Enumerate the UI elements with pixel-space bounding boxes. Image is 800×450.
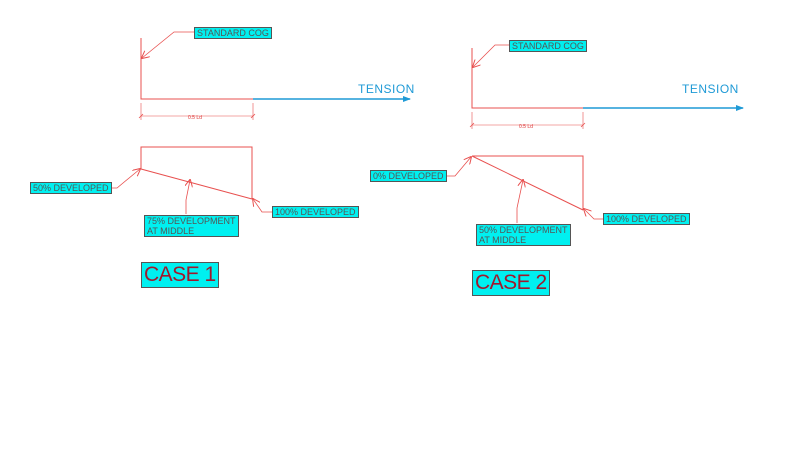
case1-development-box <box>140 146 253 199</box>
case2-tension-label: TENSION <box>682 82 739 96</box>
case2-dimension: 0.5 Ld <box>469 112 586 130</box>
case2-left-label: 0% DEVELOPED <box>370 170 447 182</box>
case2-right-leader <box>584 209 603 220</box>
case2-title: CASE 2 <box>472 270 550 296</box>
case2-right-label: 100% DEVELOPED <box>603 213 690 225</box>
case2-middle-label: 50% DEVELOPMENT AT MIDDLE <box>476 224 571 246</box>
case1-right-label: 100% DEVELOPED <box>272 206 359 218</box>
case1-standard-cog-label: STANDARD COG <box>194 27 272 39</box>
case1-cog-leader <box>142 31 194 58</box>
case1-tension-label: TENSION <box>358 82 415 96</box>
case1-diagram: 0.5 Ld <box>101 31 411 214</box>
case1-middle-leader <box>186 180 190 214</box>
case1-middle-label: 75% DEVELOPMENT AT MIDDLE <box>144 215 239 237</box>
case1-dimension: 0.5 Ld <box>138 103 256 121</box>
case2-diagram: 0.5 Ld <box>437 44 744 223</box>
case1-right-leader <box>253 199 272 213</box>
case2-cog-leader <box>473 44 509 67</box>
case2-middle-leader <box>516 180 523 223</box>
case2-development-line <box>471 155 584 211</box>
case2-bar <box>471 48 583 109</box>
case2-dimension-label: 0.5 Ld <box>519 124 533 130</box>
case1-bar <box>140 38 253 100</box>
case1-left-label: 50% DEVELOPED <box>30 182 112 194</box>
case2-standard-cog-label: STANDARD COG <box>509 40 587 52</box>
case1-title: CASE 1 <box>141 262 219 288</box>
case1-dimension-label: 0.5 Ld <box>188 115 202 121</box>
case2-development-box <box>472 155 584 210</box>
case1-development-line <box>140 168 253 200</box>
